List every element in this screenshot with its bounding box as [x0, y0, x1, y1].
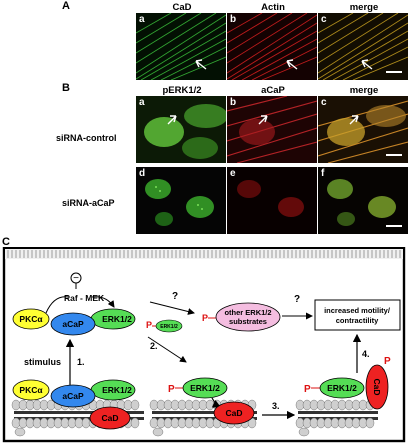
pkc-label-bottom: PKCα	[19, 385, 43, 395]
filament-bundle-right	[295, 399, 378, 437]
p-label-small: P	[146, 320, 152, 330]
micrograph-b-label: b	[230, 14, 237, 25]
acap-label-top: aCaP	[62, 319, 84, 329]
p-label-cad: P	[384, 356, 391, 367]
arrow-to-substrates	[149, 301, 195, 315]
acap-node-bottom	[50, 384, 96, 408]
perk-small-label: ERK1/2	[160, 324, 178, 330]
scale-bar	[386, 154, 402, 156]
pkc-node-bottom	[12, 379, 50, 401]
cad-node-middle	[213, 401, 255, 425]
micrograph-b-e-label: e	[230, 168, 236, 179]
micrograph-c-merge: c	[318, 13, 408, 80]
step-3-label: 3.	[272, 401, 280, 411]
micrograph-a-label: a	[139, 14, 145, 25]
acap-label-bottom: aCaP	[62, 391, 84, 401]
panel-b-title-perk: pERK1/2	[162, 85, 202, 96]
erk-label-top: ERK1/2	[102, 314, 132, 324]
step-4-label: 4.	[362, 349, 370, 359]
inhibit-sign: −	[73, 273, 79, 284]
row-label-sirna-acap: siRNA-aCaP	[62, 198, 115, 208]
micrograph-b-f: f	[318, 167, 408, 234]
step-1-label: 1.	[77, 357, 85, 367]
actin-bead	[130, 399, 140, 411]
pkc-label-top: PKCα	[19, 314, 43, 324]
erk-node-right	[319, 377, 365, 399]
panel-b-title-acap: aCaP	[261, 85, 285, 96]
micrograph-b-b-label: b	[230, 97, 237, 108]
myosin-head	[298, 427, 310, 437]
raf-arrow-right	[91, 296, 115, 308]
myosin-head	[14, 427, 26, 437]
stimulus-label: stimulus	[24, 357, 61, 367]
outcome-box	[314, 299, 401, 331]
micrograph-b-c-label: c	[321, 97, 327, 108]
question-mark-1: ?	[172, 291, 178, 302]
cad-node-left	[89, 406, 131, 430]
question-mark-2: ?	[294, 294, 300, 305]
pkc-node-top	[12, 308, 50, 330]
micrograph-b-a-label: a	[139, 97, 145, 108]
signaling-diagram: − Raf - MEK PKCα ERK1/2 aCaP stimulus 1.…	[2, 247, 406, 443]
panel-a-title-actin: Actin	[261, 2, 285, 13]
other-substrates-node	[215, 302, 281, 332]
p-label-middle: P	[168, 384, 175, 395]
panel-b-letter: B	[62, 82, 70, 94]
step-2-arrow	[147, 336, 187, 363]
p-label-substrates: P	[202, 313, 208, 323]
micrograph-b-d: d	[136, 167, 226, 234]
scale-bar	[386, 225, 402, 227]
myosin-head	[152, 427, 164, 437]
erk-label-bottom: ERK1/2	[102, 385, 132, 395]
scale-bar	[386, 71, 402, 73]
erk-node-middle	[182, 377, 228, 399]
panel-a-title-merge: merge	[349, 2, 379, 13]
step-2-label: 2.	[150, 341, 158, 351]
actin-fibers	[227, 13, 317, 80]
panel-b-title-merge: merge	[349, 85, 379, 96]
panel-a-letter: A	[62, 0, 70, 12]
panel-a-title-cad: CaD	[172, 2, 192, 13]
erk-label-right: ERK1/2	[327, 383, 357, 393]
perk-small-node	[155, 319, 183, 333]
raf-arrow-left	[45, 296, 69, 314]
cad-fibers	[136, 13, 226, 80]
membrane-ticks	[7, 250, 401, 258]
micrograph-b-d-label: d	[139, 168, 146, 179]
micrograph-a-cad: a	[136, 13, 226, 80]
cad-label-left: CaD	[101, 413, 118, 423]
p-label-right: P	[304, 384, 311, 395]
micrograph-b-c: c	[318, 96, 408, 163]
other-substrates-line1: other ERK1/2	[224, 308, 271, 317]
micrograph-b-b: b	[227, 96, 317, 163]
row-label-sirna-control: siRNA-control	[56, 133, 117, 143]
actin-bead	[365, 417, 375, 429]
micrograph-b-e: e	[227, 167, 317, 234]
acap-node-top	[50, 312, 96, 336]
outcome-line2: contractility	[336, 316, 379, 325]
micrograph-b-f-label: f	[321, 168, 325, 179]
panel-c-letter: C	[2, 236, 10, 248]
actin-bead	[130, 417, 140, 429]
outcome-line1: increased motility/	[324, 306, 391, 315]
cad-label-right: CaD	[372, 378, 382, 395]
merge-fibers	[318, 13, 408, 80]
raf-mek-label: Raf - MEK	[64, 293, 105, 303]
other-substrates-line2: substrates	[229, 317, 267, 326]
micrograph-b-a: a	[136, 96, 226, 163]
cad-label-middle: CaD	[225, 408, 242, 418]
micrograph-b-actin: b	[227, 13, 317, 80]
cad-node-right	[365, 364, 389, 410]
erk-label-middle: ERK1/2	[190, 383, 220, 393]
micrograph-c-label: c	[321, 14, 327, 25]
